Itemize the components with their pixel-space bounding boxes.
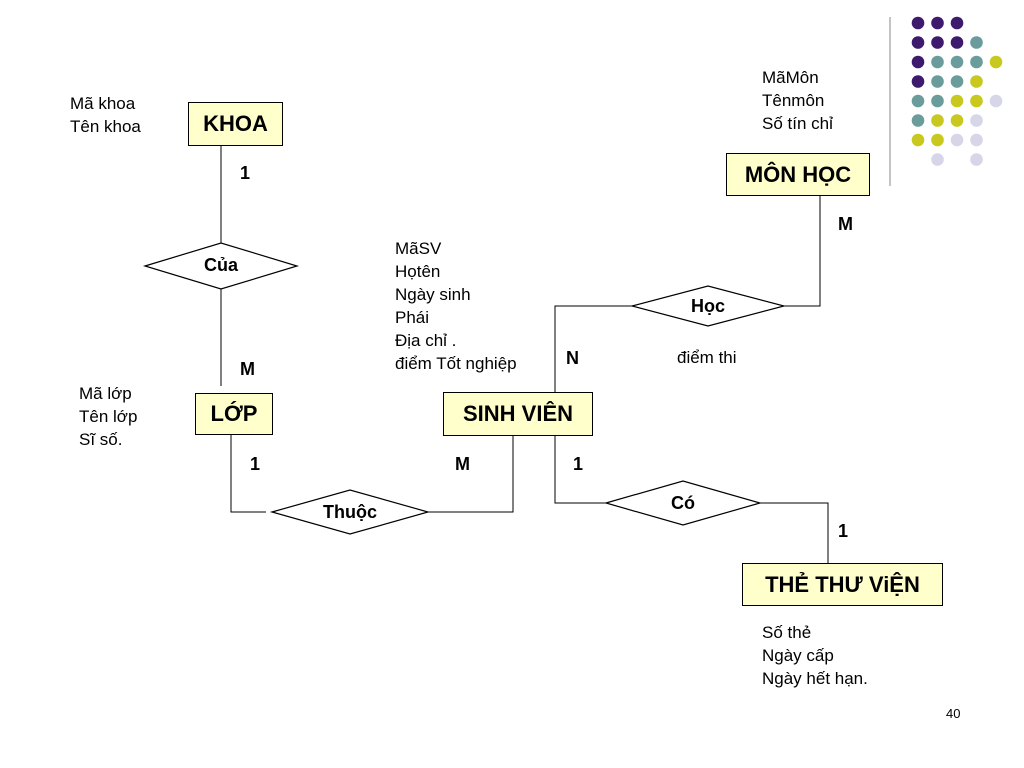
decorative-dot [911, 75, 925, 88]
decorative-dot [970, 75, 983, 88]
attribute: MãSV [395, 239, 442, 258]
attribute-hoc-diem-thi: điểm thi [677, 348, 737, 367]
line-thuoc-sinhvien [428, 436, 514, 513]
decorative-dot [989, 94, 1003, 108]
decorative-dot [950, 114, 964, 127]
attribute: Tên lớp [79, 407, 138, 426]
decorative-dot [970, 36, 983, 49]
cardinality-thethuvien-co: 1 [838, 521, 849, 541]
relationship-co: Có [671, 493, 695, 513]
decorative-dot [970, 153, 983, 166]
decorative-dot [950, 55, 964, 69]
cardinality-sinhvien-thuoc: M [455, 454, 470, 474]
decorative-dot [950, 16, 964, 30]
decorative-dot [931, 153, 944, 166]
relationship-hoc: Học [690, 296, 725, 316]
decorative-dot [950, 133, 964, 147]
cardinality-lop-thuoc: 1 [250, 454, 261, 474]
decorative-dot [950, 94, 964, 108]
cardinality-sinhvien-co: 1 [573, 454, 584, 474]
decorative-dot [911, 114, 925, 127]
attribute: Ngày cấp [762, 646, 834, 665]
entity-the-thu-vien: THẺ THƯ ViỆN [742, 563, 943, 606]
decorative-dot [950, 75, 964, 88]
relationship-thuoc: Thuộc [323, 502, 377, 522]
decorative-dot [911, 94, 925, 108]
entity-mon-hoc: MÔN HỌC [726, 153, 870, 196]
attribute: MãMôn [762, 68, 819, 87]
attribute: Tên khoa [70, 117, 141, 136]
attribute: Địa chỉ . [395, 331, 457, 350]
decorative-dot [989, 55, 1003, 69]
line-sinhvien-co [554, 436, 606, 504]
decorative-dot [931, 36, 944, 49]
attributes-the-thu-vien: Số thẻ Ngày cấp Ngày hết hạn. [762, 621, 868, 690]
line-co-thethuvien [760, 502, 829, 563]
decorative-dot [911, 55, 925, 69]
diamond-hoc [629, 285, 787, 327]
cardinality-khoa-cua: 1 [240, 163, 251, 183]
diamond-cua [142, 242, 300, 290]
cardinality-lop-cua: M [240, 359, 255, 379]
decorative-dot [931, 75, 944, 88]
entity-lop: LỚP [195, 393, 273, 435]
line-sinhvien-hoc [554, 305, 632, 392]
decorative-dot [931, 55, 944, 69]
attributes-khoa: Mã khoa Tên khoa [70, 92, 141, 138]
attribute: Họtên [395, 262, 441, 281]
attribute: Mã khoa [70, 94, 136, 113]
decorative-dot [931, 94, 944, 108]
attribute: điểm Tốt nghiệp [395, 354, 517, 373]
relationship-cua: Của [203, 255, 238, 275]
attributes-lop: Mã lớp Tên lớp Sĩ số. [79, 382, 137, 451]
attribute: Sĩ số. [79, 430, 123, 449]
attribute: Mã lớp [79, 384, 132, 403]
line-lop-thuoc [230, 434, 266, 513]
cardinality-monhoc-hoc: M [838, 214, 853, 234]
decorative-dot [911, 36, 925, 49]
decorative-dot [931, 114, 944, 127]
decorative-dot [911, 16, 925, 30]
decorative-dot [950, 36, 964, 49]
entity-khoa: KHOA [188, 102, 283, 146]
decorative-dot [970, 55, 983, 69]
attribute: Ngày hết hạn. [762, 669, 868, 688]
page-number: 40 [946, 706, 961, 721]
cardinality-sinhvien-hoc: N [566, 348, 579, 368]
decorative-dot [931, 133, 944, 147]
entity-sinh-vien: SINH VIÊN [443, 392, 593, 436]
diamond-co [603, 480, 763, 526]
decorative-dot [970, 133, 983, 147]
decorative-dot [911, 133, 925, 147]
line-hoc-monhoc [784, 196, 821, 307]
decorative-dot [970, 114, 983, 127]
decorative-dot [931, 16, 944, 30]
attributes-mon-hoc: MãMôn Tênmôn Số tín chỉ [762, 66, 833, 135]
decorative-dot [970, 94, 983, 108]
diamond-thuoc [269, 489, 431, 535]
attribute: Số tín chỉ [762, 114, 833, 133]
attribute: Phái [395, 308, 430, 327]
attribute: Ngày sinh [395, 285, 471, 304]
attribute: Tênmôn [762, 91, 825, 110]
attribute: Số thẻ [762, 623, 812, 642]
attributes-sinh-vien: MãSV Họtên Ngày sinh Phái Địa chỉ . điểm… [395, 237, 517, 375]
